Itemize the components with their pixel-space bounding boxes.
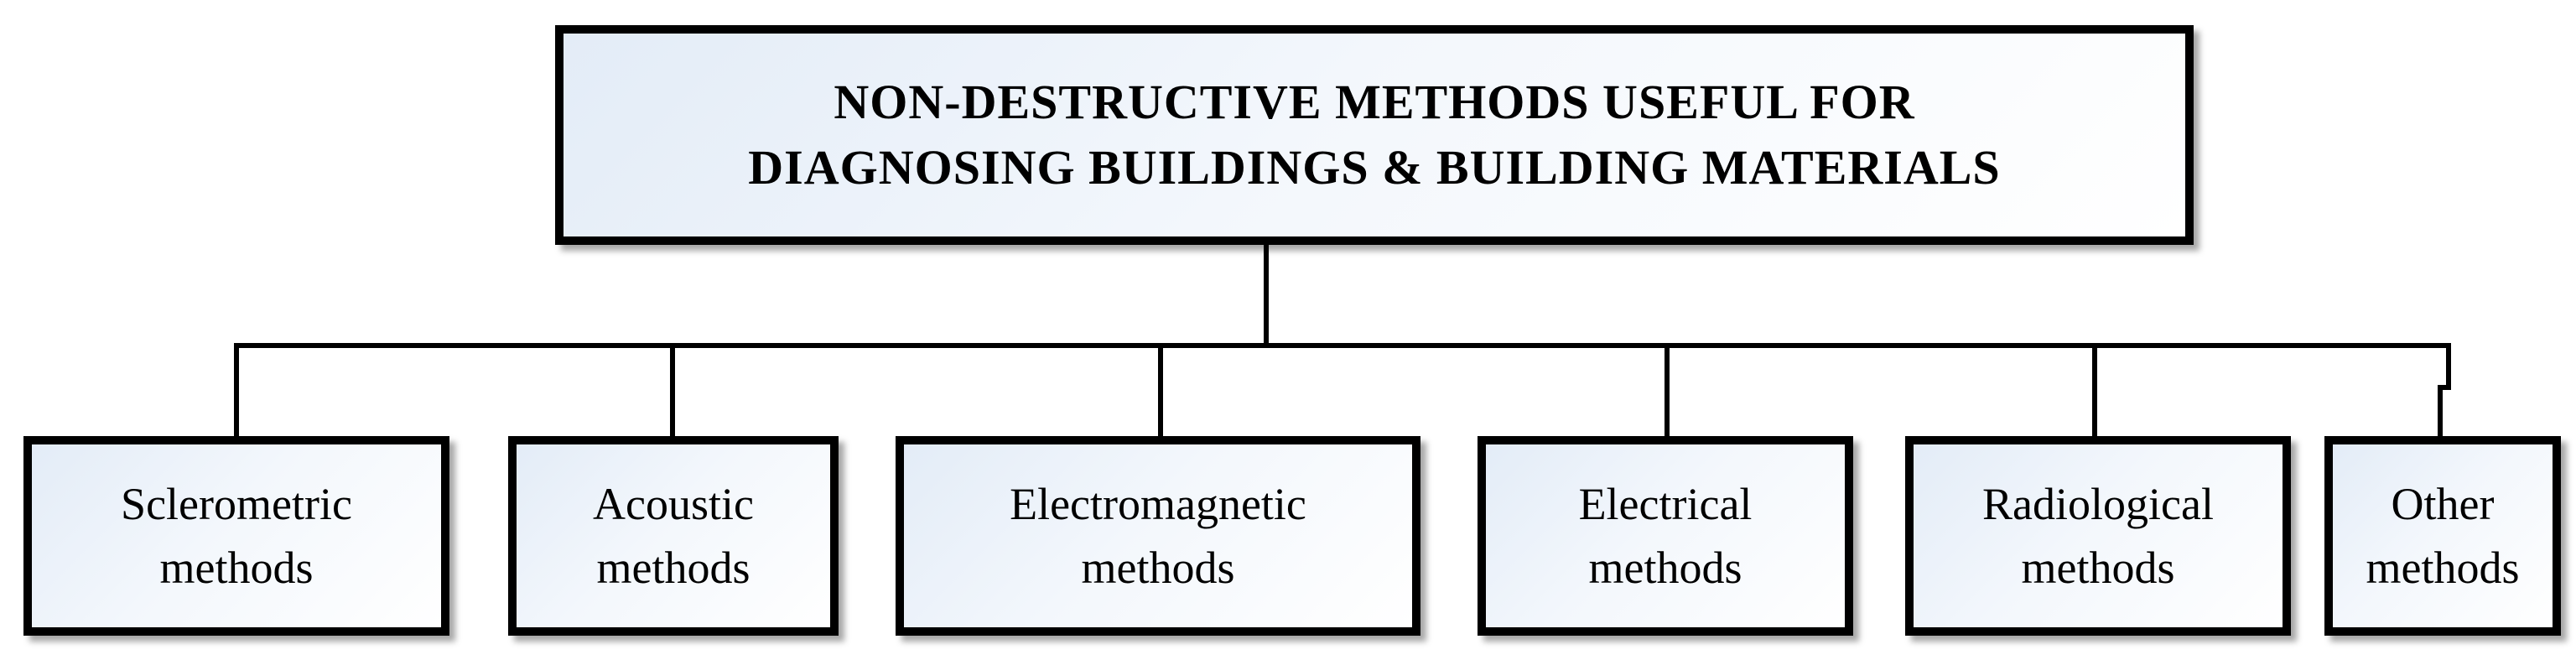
node-label-line-2: methods — [2021, 543, 2175, 593]
branch-line-other — [2438, 343, 2451, 439]
node-label-line-2: methods — [2366, 543, 2520, 593]
root-title-line-1: NON-DESTRUCTIVE METHODS USEFUL FOR — [834, 75, 1915, 129]
root-node: NON-DESTRUCTIVE METHODS USEFUL FOR DIAGN… — [555, 25, 2194, 245]
node-label-line-1: Radiological — [1982, 479, 2214, 529]
node-label-line-1: Sclerometric — [121, 479, 352, 529]
node-label-line-2: methods — [596, 543, 750, 593]
node-electrical-methods: Electrical methods — [1478, 436, 1853, 636]
node-label-line-2: methods — [1588, 543, 1742, 593]
node-label-line-1: Acoustic — [593, 479, 754, 529]
node-sclerometric-methods: Sclerometric methods — [23, 436, 449, 636]
node-label-line-1: Electromagnetic — [1010, 479, 1306, 529]
node-label-line-1: Other — [2391, 479, 2495, 529]
node-label-line-1: Electrical — [1578, 479, 1753, 529]
root-title-line-2: DIAGNOSING BUILDINGS & BUILDING MATERIAL… — [748, 140, 2001, 195]
node-acoustic-methods: Acoustic methods — [508, 436, 839, 636]
node-other-methods: Other methods — [2324, 436, 2561, 636]
node-label-line-2: methods — [159, 543, 314, 593]
node-label-line-2: methods — [1081, 543, 1235, 593]
node-electromagnetic-methods: Electromagnetic methods — [896, 436, 1420, 636]
node-radiological-methods: Radiological methods — [1905, 436, 2291, 636]
